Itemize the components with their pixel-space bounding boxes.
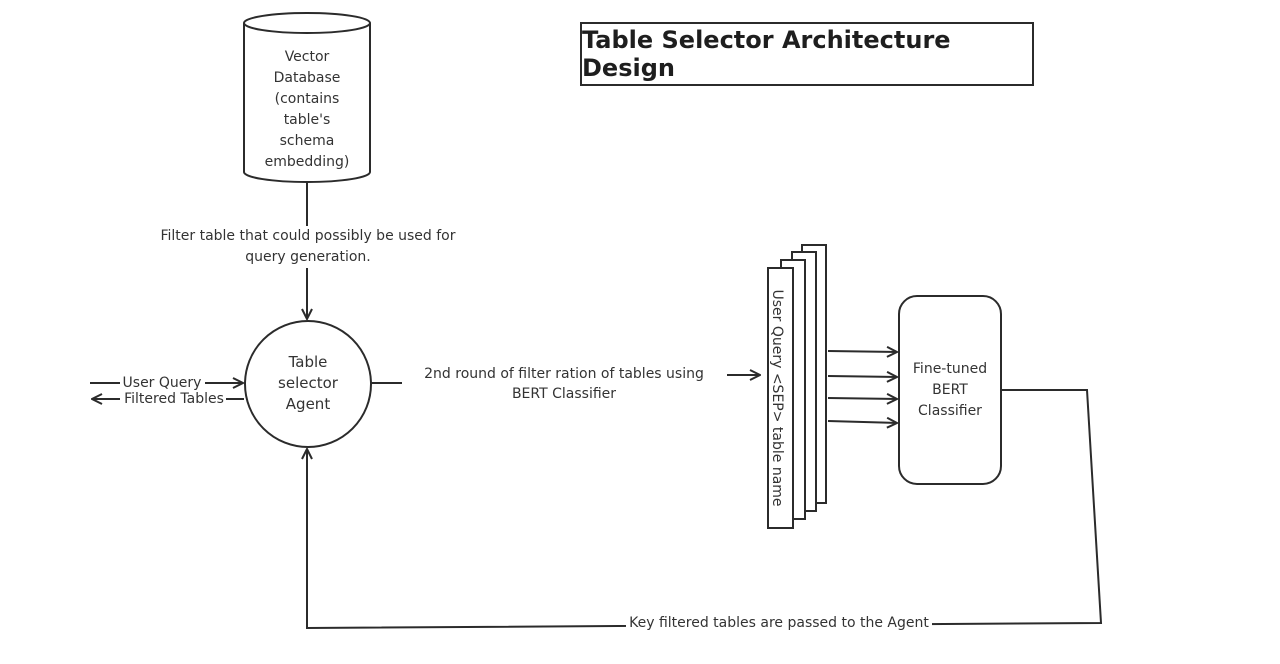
edge-stack-to-bert-2 bbox=[827, 376, 897, 377]
edge-label-filtered-tables: Filtered Tables bbox=[124, 391, 224, 407]
edge-stack-to-bert-4 bbox=[827, 421, 897, 423]
input-card-stack[interactable] bbox=[767, 244, 827, 529]
edge-label-agent-to-stack: 2nd round of filter ration of tables usi… bbox=[424, 366, 704, 402]
edge-label-bert-to-agent: Key filtered tables are passed to the Ag… bbox=[626, 613, 932, 633]
bert-classifier-label: Fine-tuned BERT Classifier bbox=[912, 361, 988, 419]
stack-card-label: User Query <SEP> table name bbox=[769, 289, 785, 507]
diagram-title: Table Selector Architecture Design bbox=[580, 22, 1034, 86]
vector-database-label: Vector Database (contains table's schema… bbox=[264, 49, 350, 170]
edge-stack-to-bert-3 bbox=[827, 398, 897, 399]
vector-database-cylinder[interactable] bbox=[243, 12, 371, 183]
edge-label-db-to-agent: Filter table that could possibly be used… bbox=[152, 226, 464, 268]
edge-stack-to-bert-1 bbox=[827, 351, 897, 352]
edge-bert-to-agent bbox=[307, 389, 1103, 630]
stack-card-1 bbox=[767, 267, 794, 529]
bert-classifier-box[interactable] bbox=[898, 295, 1002, 485]
agent-label: Table selector Agent bbox=[278, 353, 338, 413]
edge-label-user-query: User Query bbox=[122, 375, 202, 391]
